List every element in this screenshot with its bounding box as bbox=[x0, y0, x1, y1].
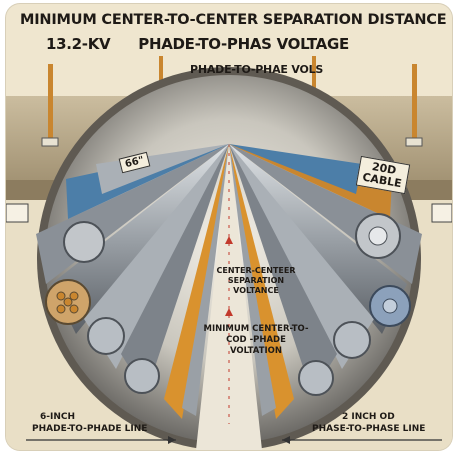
center-arrow-up bbox=[225, 236, 233, 244]
dimension-arrows bbox=[26, 436, 442, 444]
left-side-sign bbox=[6, 203, 29, 223]
subtitle-rest-text: PHADE-TO-PHAS VOLTAGE bbox=[138, 35, 349, 53]
bottom-left-size: 6-INCH bbox=[40, 412, 76, 422]
center-annotation-lower: MINIMUM CENTER-TO-COD -PHADE VOLTATION bbox=[203, 324, 309, 356]
center-annotation: CENTER-CENTEER SEPARATION VOLTANCE bbox=[216, 266, 296, 295]
illustration-title: MINIMUM CENTER-TO-CENTER SEPARATION DIST… bbox=[20, 12, 447, 28]
voltage-text: 13.2-KV bbox=[46, 35, 111, 53]
right-pipe-bundle bbox=[229, 144, 422, 419]
subtitle-line: 13.2-KV PHADE-TO-PHAS VOLTAGE bbox=[46, 35, 349, 53]
subtitle-secondary: PHADE-TO-PHAE VOLS bbox=[190, 63, 324, 76]
right-side-sign bbox=[431, 203, 452, 223]
pipe-end-caps bbox=[45, 213, 411, 396]
bottom-right-size: 2 INCH OD bbox=[342, 412, 395, 422]
bottom-left-line: PHADE-TO-PHADE LINE bbox=[32, 424, 148, 434]
illustration-frame: MINIMUM CENTER-TO-CENTER SEPARATION DIST… bbox=[6, 4, 452, 450]
bottom-right-line: PHASE-TO-PHASE LINE bbox=[312, 424, 426, 434]
center-arrow-up-lower bbox=[225, 308, 233, 316]
